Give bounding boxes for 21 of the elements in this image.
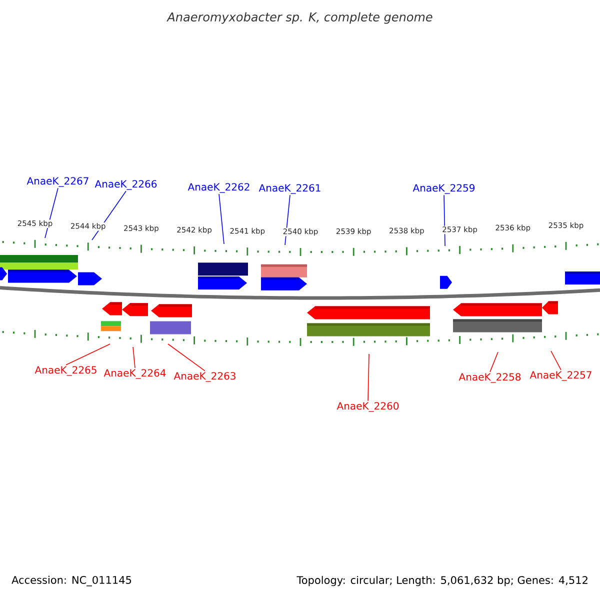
title: Anaeromyxobacter sp. K, complete genome xyxy=(166,12,432,24)
leader-line xyxy=(132,346,136,368)
gene-label: AnaeK_2267 xyxy=(26,177,88,187)
genome-stats-text: Topology: circular; Length: 5,061,632 bp; Genes: 4,512 xyxy=(296,576,588,586)
gene-label: AnaeK_2264 xyxy=(104,369,166,379)
gene-label: AnaeK_2258 xyxy=(458,373,521,383)
gene-label: AnaeK_2259 xyxy=(412,184,475,194)
leader-line xyxy=(66,344,110,366)
gene-label: AnaeK_2266 xyxy=(94,180,157,190)
leader-line xyxy=(168,344,206,372)
accession-text: Accession: NC_011145 xyxy=(12,576,132,586)
leader-line xyxy=(550,350,562,370)
leader-line xyxy=(218,194,224,244)
gene-label: AnaeK_2260 xyxy=(336,402,399,412)
gene-label: AnaeK_2262 xyxy=(188,183,250,193)
leader-line xyxy=(368,354,370,402)
leader-line xyxy=(490,352,498,372)
gene-label: AnaeK_2261 xyxy=(258,184,320,194)
gene-label: AnaeK_2257 xyxy=(530,371,592,381)
gene-label: AnaeK_2265 xyxy=(34,366,96,376)
gene-label: AnaeK_2263 xyxy=(174,372,236,382)
